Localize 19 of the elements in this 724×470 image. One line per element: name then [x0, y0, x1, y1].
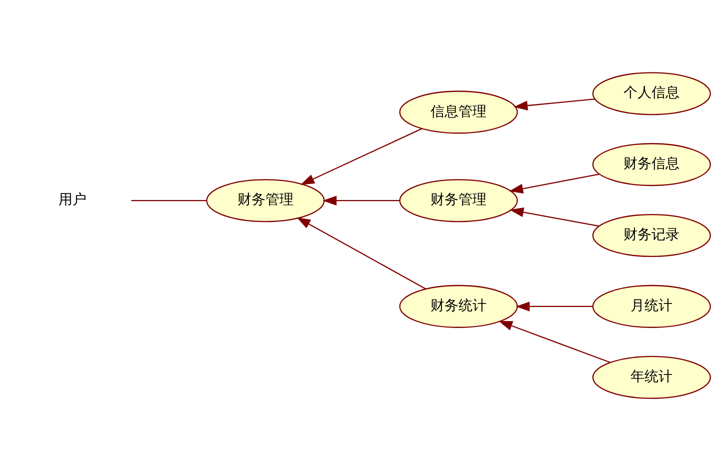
connector	[131, 200, 206, 201]
arrow	[514, 98, 595, 110]
node-ellipse: 信息管理	[399, 90, 518, 134]
node-text: 用户	[58, 192, 86, 208]
arrow	[510, 206, 599, 226]
node-ellipse: 财务信息	[592, 142, 711, 186]
arrow	[322, 195, 400, 205]
node-ellipse: 个人信息	[592, 72, 711, 115]
arrow	[300, 128, 422, 184]
node-ellipse: 月统计	[592, 284, 711, 328]
arrow	[498, 320, 610, 362]
node-ellipse: 财务管理	[206, 178, 325, 222]
arrow	[516, 301, 593, 311]
node-ellipse: 财务管理	[399, 178, 518, 222]
node-ellipse: 财务记录	[592, 213, 711, 257]
arrow	[509, 173, 600, 193]
node-ellipse: 年统计	[592, 355, 711, 398]
arrow	[296, 216, 426, 289]
node-ellipse: 财务统计	[399, 284, 518, 328]
